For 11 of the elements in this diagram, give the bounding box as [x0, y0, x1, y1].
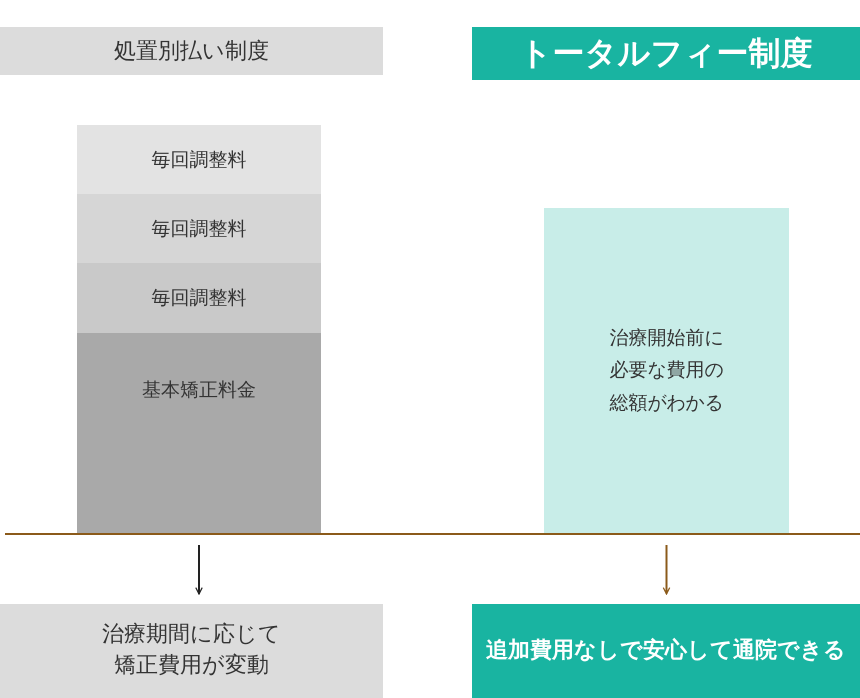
result-box: 追加費用なしで安心して通院できる [472, 604, 860, 698]
fee-block: 毎回調整料 [77, 263, 321, 333]
fee-block: 毎回調整料 [77, 194, 321, 263]
arrow [662, 545, 670, 595]
result-box: 治療期間に応じて矯正費用が変動 [0, 604, 383, 698]
header-box: トータルフィー制度 [472, 27, 860, 80]
fee-block: 毎回調整料 [77, 125, 321, 194]
header-box: 処置別払い制度 [0, 27, 383, 75]
fee-block: 基本矯正料金 [77, 333, 321, 533]
arrow [195, 545, 203, 595]
total-fee-block: 治療開始前に必要な費用の総額がわかる [544, 208, 789, 533]
